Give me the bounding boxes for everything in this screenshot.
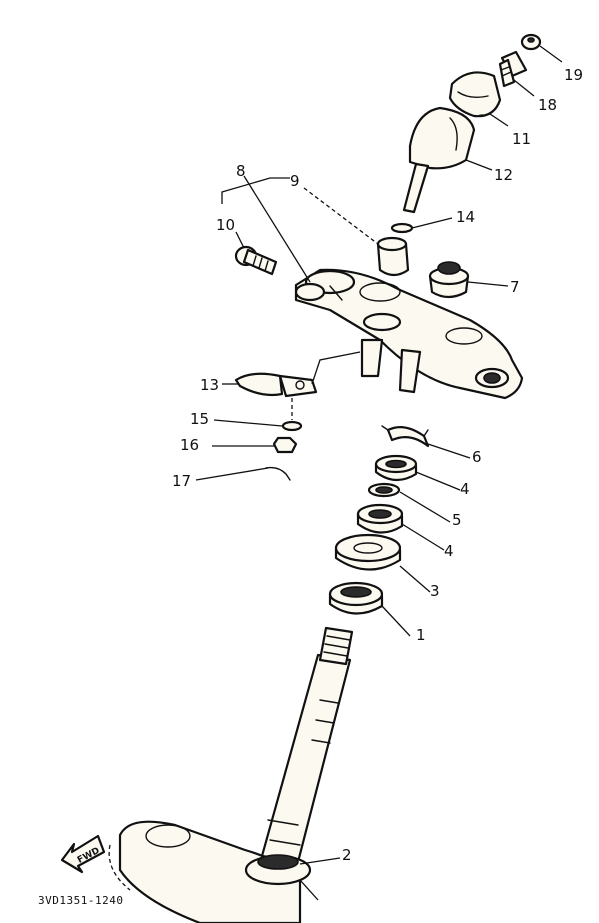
bearing [328, 581, 384, 615]
pinch-bolt [234, 245, 278, 276]
callout-11: 11 [512, 130, 531, 148]
callout-7: 7 [510, 278, 520, 296]
callout-19: 19 [564, 66, 583, 84]
forward-arrow-icon: FWD [60, 834, 106, 874]
callout-13: 13 [200, 376, 219, 394]
upper-bracket [294, 268, 524, 400]
callout-4-upper: 4 [460, 480, 470, 498]
callout-16: 16 [180, 436, 199, 454]
callout-10: 10 [216, 216, 235, 234]
callout-6: 6 [472, 448, 482, 466]
reference-code: 3VD1351-1240 [38, 894, 123, 907]
clip-17 [265, 466, 291, 481]
washer-15 [281, 420, 303, 432]
callout-17: 17 [172, 472, 191, 490]
ring-nut-upper [374, 454, 418, 482]
callout-9: 9 [290, 172, 300, 190]
callout-8: 8 [236, 162, 246, 180]
leader-lines [195, 45, 563, 901]
callout-1: 1 [416, 626, 426, 644]
handlebar-holder-upper [448, 71, 502, 118]
callout-18: 18 [538, 96, 557, 114]
callout-15: 15 [190, 410, 209, 428]
ring-nut-lower [356, 503, 404, 534]
callout-labels: 1 2 3 4 5 4 6 7 8 9 10 11 12 13 14 15 16… [172, 66, 583, 864]
bolt-cap [520, 33, 542, 51]
lock-washer [367, 482, 401, 498]
holder-bolt [498, 50, 528, 88]
callout-5: 5 [452, 511, 462, 529]
callout-4-lower: 4 [444, 542, 454, 560]
callout-12: 12 [494, 166, 513, 184]
nut-16 [272, 436, 298, 454]
steering-stem [108, 626, 354, 923]
handlebar-holder-lower [402, 106, 476, 214]
callout-14: 14 [456, 208, 475, 226]
lock-washer-tab [381, 425, 430, 448]
cable-guide [234, 372, 318, 398]
washer-14 [390, 222, 414, 234]
callout-3: 3 [430, 582, 440, 600]
dust-seal [334, 533, 402, 571]
callout-2: 2 [342, 846, 352, 864]
collar [376, 236, 410, 277]
cap-nut [428, 261, 470, 299]
